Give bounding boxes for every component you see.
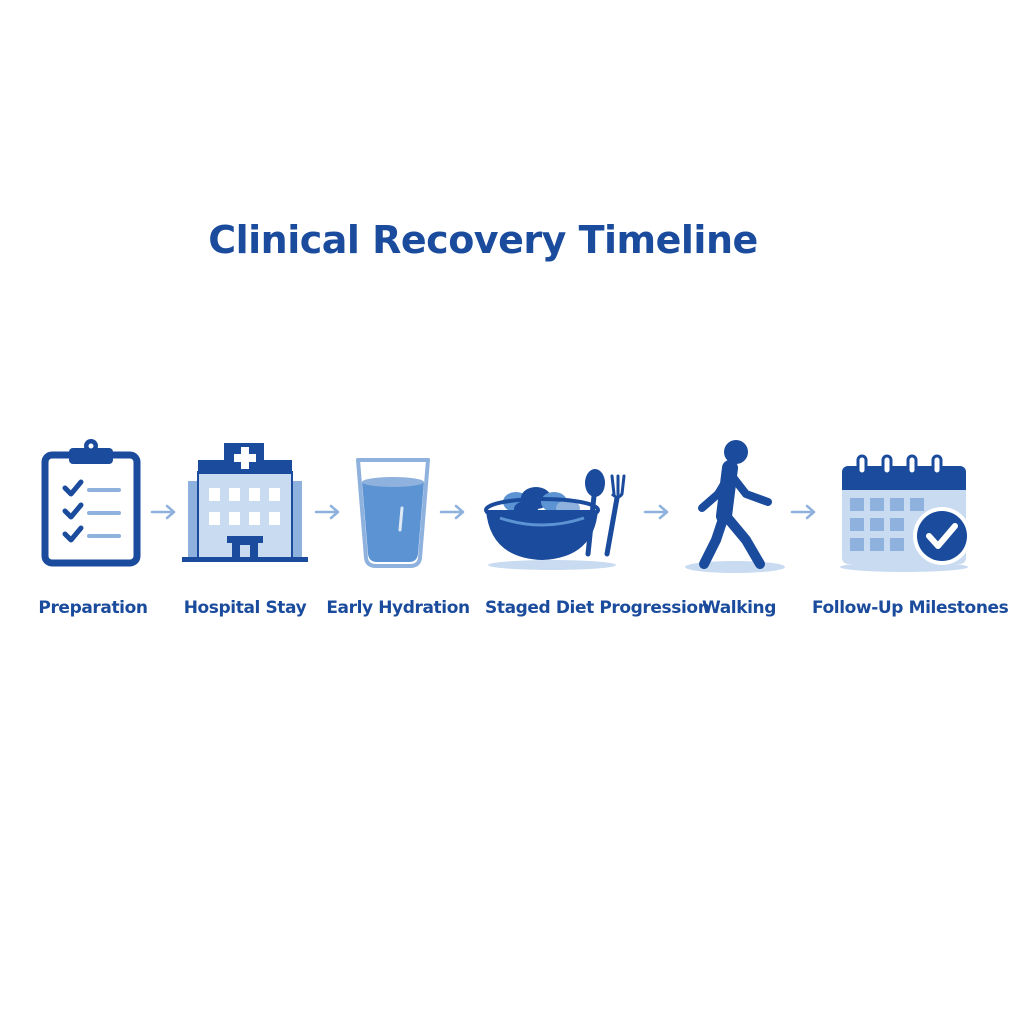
step-label-staged-diet-progression: Staged Diet Progression: [485, 598, 710, 618]
calendar-check-icon: [830, 436, 980, 576]
step-label-early-hydration: Early Hydration: [326, 598, 470, 618]
arrow-right-icon: [789, 502, 819, 522]
walking-person-icon: [660, 436, 810, 576]
step-label-follow-up-milestones: Follow-Up Milestones: [812, 598, 1009, 618]
arrow-right-icon: [149, 502, 179, 522]
hospital-building-icon: [170, 436, 320, 576]
diagram-title: Clinical Recovery Timeline: [208, 218, 758, 262]
arrow-right-icon: [438, 502, 468, 522]
step-label-preparation: Preparation: [38, 598, 148, 618]
arrow-right-icon: [313, 502, 343, 522]
bowl-utensils-icon: [482, 436, 632, 576]
step-label-walking: Walking: [701, 598, 777, 618]
clipboard-checklist-icon: [17, 436, 167, 576]
arrow-right-icon: [642, 502, 672, 522]
step-label-hospital-stay: Hospital Stay: [183, 598, 307, 618]
water-glass-icon: [318, 436, 468, 576]
